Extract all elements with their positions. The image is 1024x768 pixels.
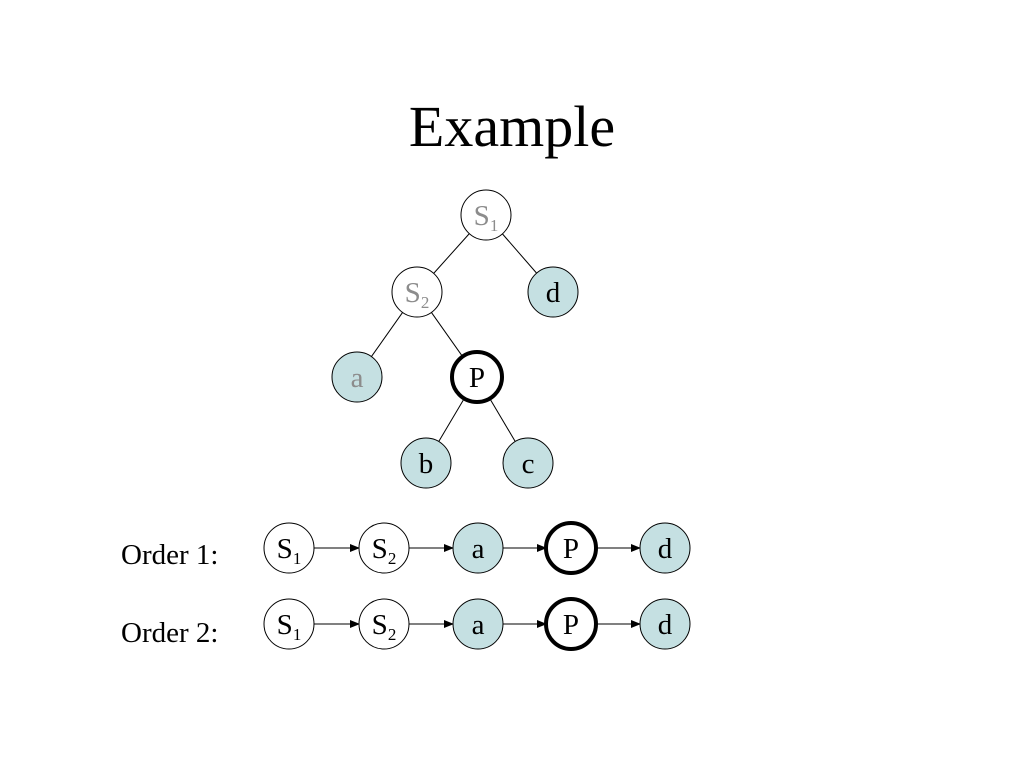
tree-node-s1: S1	[460, 189, 512, 241]
tree-node-d-label: d	[546, 277, 561, 309]
order-2-node-1-subscript: 1	[293, 625, 302, 644]
order-1-node-4-label: P	[563, 533, 579, 565]
order-2-node-5-label: d	[658, 609, 673, 641]
order-1-node-3-circle	[452, 522, 504, 574]
order-2-node-5-circle	[639, 598, 691, 650]
order-1-node-5-circle	[639, 522, 691, 574]
order-2-node-1: S1	[263, 598, 315, 650]
order-2-node-3-circle	[452, 598, 504, 650]
order-1-node-1: S1	[263, 522, 315, 574]
order-1-node-1-label: S1	[277, 533, 302, 568]
order-1-label: Order 1:	[121, 539, 219, 571]
order-1-node-2-circle	[358, 522, 410, 574]
tree-node-s2-label: S2	[405, 277, 430, 312]
order-1-node-2-subscript: 2	[388, 549, 397, 568]
order-1-node-1-circle	[263, 522, 315, 574]
order-2-node-1-label: S1	[277, 609, 302, 644]
order-2-node-4-circle	[544, 597, 598, 651]
order-2-node-2: S2	[358, 598, 410, 650]
order-1-node-1-subscript: 1	[293, 549, 302, 568]
tree-node-b: b	[400, 437, 452, 489]
order-1-node-5-label: d	[658, 533, 673, 565]
order-1-node-5: d	[639, 522, 691, 574]
tree-edge-p-b	[438, 398, 465, 442]
order-2-node-4: P	[544, 597, 598, 651]
order-2-node-4-label: P	[563, 609, 579, 641]
tree-node-a-circle	[331, 351, 383, 403]
tree-node-d: d	[527, 266, 579, 318]
tree-node-d-circle	[527, 266, 579, 318]
order-2-node-1-circle	[263, 598, 315, 650]
tree-node-c-circle	[502, 437, 554, 489]
order-2-label: Order 2:	[121, 617, 219, 649]
tree-node-s1-label: S1	[474, 200, 499, 235]
order-2-node-3-label: a	[472, 609, 485, 641]
order-2-node-2-subscript: 2	[388, 625, 397, 644]
order-1-node-4-circle	[544, 521, 598, 575]
tree-node-c: c	[502, 437, 554, 489]
order-1-node-4: P	[544, 521, 598, 575]
tree-node-p-label: P	[469, 362, 485, 394]
tree-node-s1-circle	[460, 189, 512, 241]
order-2-node-3: a	[452, 598, 504, 650]
tree-node-s1-subscript: 1	[490, 216, 499, 235]
tree-node-a-label: a	[351, 362, 364, 394]
order-1-node-2-label: S2	[372, 533, 397, 568]
tree-node-p-circle	[450, 350, 504, 404]
tree-node-a: a	[331, 351, 383, 403]
order-2-node-2-circle	[358, 598, 410, 650]
tree-edge-s2-a	[371, 312, 403, 357]
tree-edge-s1-d	[502, 233, 537, 274]
tree-node-s2-subscript: 2	[421, 293, 430, 312]
tree-edge-s2-p	[431, 312, 463, 357]
order-1-node-3: a	[452, 522, 504, 574]
tree-node-p: P	[450, 350, 504, 404]
tree-edge-s1-s2	[433, 233, 470, 274]
tree-node-b-circle	[400, 437, 452, 489]
page-title: Example	[408, 94, 616, 159]
tree-edges	[371, 233, 537, 442]
tree-node-b-label: b	[419, 448, 434, 480]
tree-node-s2-circle	[391, 266, 443, 318]
order-2-node-5: d	[639, 598, 691, 650]
order-2-node-2-label: S2	[372, 609, 397, 644]
order-1-node-2: S2	[358, 522, 410, 574]
tree-node-c-label: c	[522, 448, 535, 480]
tree-edge-p-c	[489, 398, 516, 442]
tree-node-s2: S2	[391, 266, 443, 318]
order-1-node-3-label: a	[472, 533, 485, 565]
